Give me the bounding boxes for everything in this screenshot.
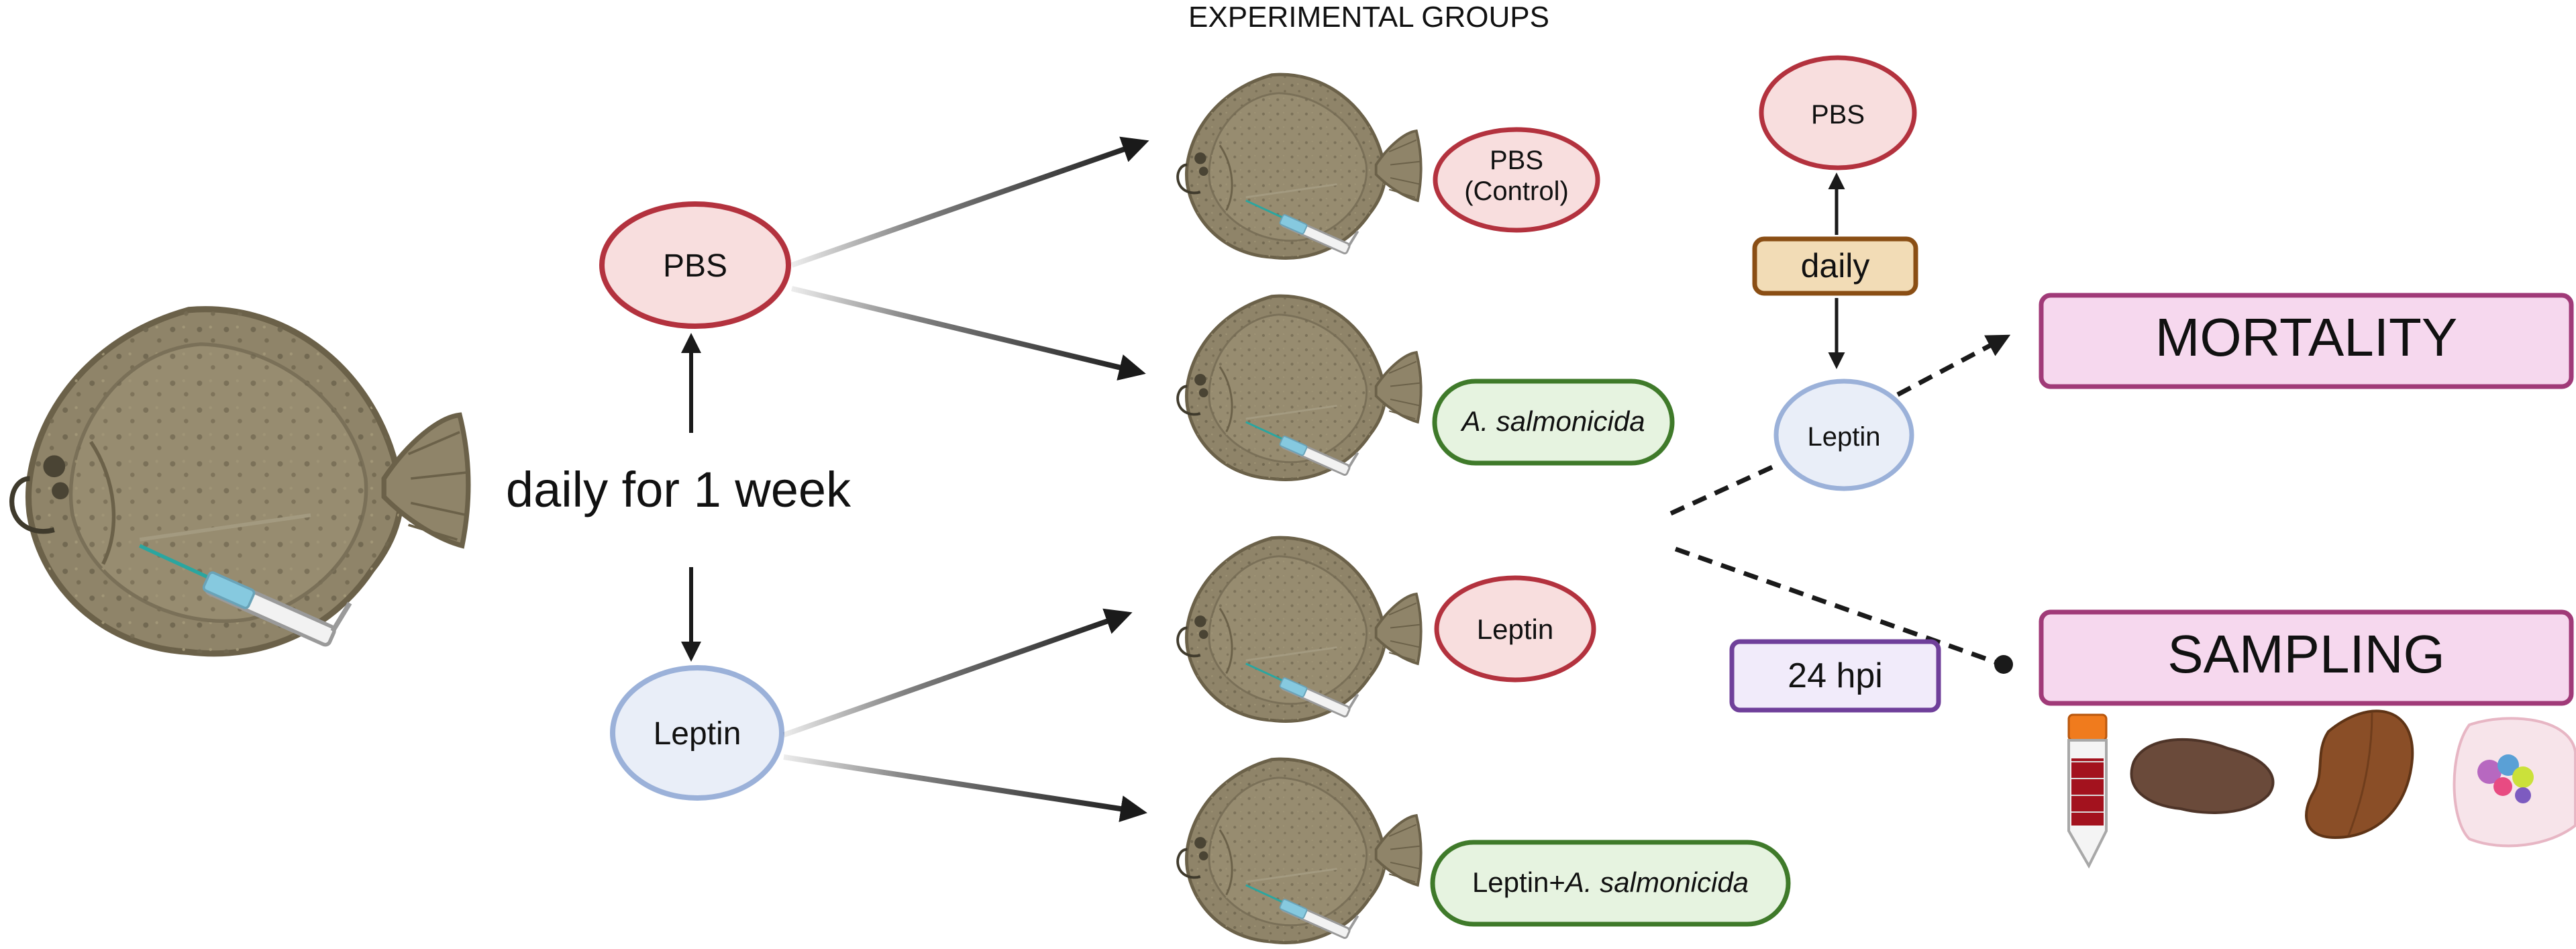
timepoint-label: 24 hpi <box>1788 656 1883 695</box>
dashed-connector <box>1669 462 1780 516</box>
blood-tube-icon <box>2067 713 2108 869</box>
group-combo-italic: A. salmonicida <box>1563 866 1749 898</box>
group-fish-icon <box>1178 74 1421 258</box>
timepoint-badge <box>1729 639 1941 713</box>
followup-leptin-label: Leptin <box>1808 422 1881 452</box>
followup-leptin-node <box>1773 379 1914 491</box>
liver-icon <box>2305 709 2414 840</box>
group-salmonicida-node <box>1432 379 1675 466</box>
mortality-box <box>2039 293 2574 389</box>
section-title: EXPERIMENTAL GROUPS <box>1188 1 1549 34</box>
group-pbs-control-line1: PBS <box>1490 146 1543 175</box>
dashed-to-sampling <box>1674 546 2000 666</box>
group-leptin-node <box>1434 575 1596 683</box>
sampling-label: SAMPLING <box>2167 624 2444 684</box>
leptin-treatment-node <box>610 665 784 801</box>
arrow-leptin-to-leptin <box>782 608 1133 738</box>
arrow-pbs-to-salmonicida <box>791 286 1146 381</box>
turbot-fish-icon <box>12 309 468 654</box>
arrow-leptin-to-combo <box>783 754 1147 822</box>
sampling-box <box>2039 609 2574 706</box>
followup-pbs-label: PBS <box>1811 100 1865 130</box>
group-leptin-label: Leptin <box>1477 613 1553 645</box>
daily-badge <box>1752 236 1918 296</box>
group-salmonicida-label: A. salmonicida <box>1459 405 1645 437</box>
sampling-endpoint-dot <box>1994 655 2013 674</box>
pbs-treatment-node <box>599 201 791 329</box>
followup-pbs-node <box>1759 55 1917 170</box>
mortality-label: MORTALITY <box>2155 307 2457 367</box>
group-pbs-control-line2: (Control) <box>1464 177 1569 206</box>
schedule-label: daily for 1 week <box>506 462 852 517</box>
group-combo-node <box>1430 840 1791 927</box>
leptin-treatment-label: Leptin <box>654 716 741 752</box>
group-pbs-control-node <box>1433 127 1600 233</box>
group-fish-icon <box>1178 538 1421 721</box>
head-kidney-icon <box>2453 717 2576 848</box>
pbs-treatment-label: PBS <box>663 248 727 284</box>
group-fish-icon <box>1178 759 1421 942</box>
arrow-pbs-to-control <box>790 136 1149 268</box>
spleen-icon <box>2130 738 2275 814</box>
dashed-to-mortality <box>1896 334 2011 397</box>
group-combo-prefix: Leptin+ <box>1472 866 1565 898</box>
group-fish-icon <box>1178 296 1421 479</box>
group-combo-label: Leptin+A. salmonicida <box>1472 866 1749 898</box>
daily-label: daily <box>1801 247 1870 285</box>
